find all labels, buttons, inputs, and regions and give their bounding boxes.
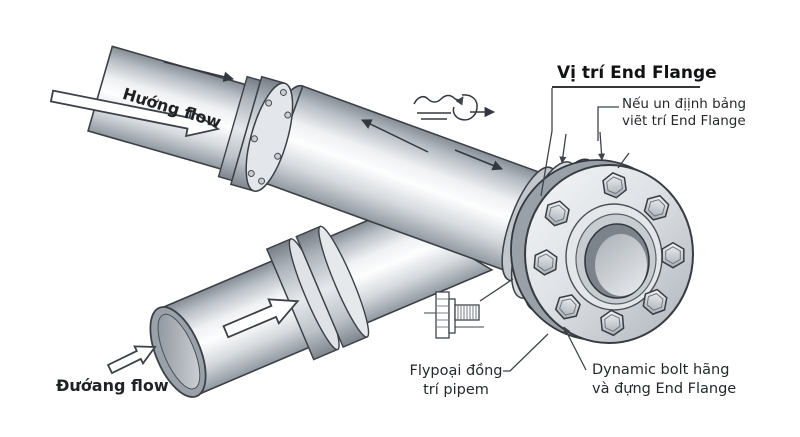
bolt-symbol-icon: [424, 291, 484, 339]
upper-flange-bolt-holes: [247, 88, 292, 185]
upper-flange: [229, 75, 294, 192]
weld-squiggle-icon: [413, 94, 496, 121]
end-flange: [501, 158, 694, 344]
flow-arrow-outline-bottom: [106, 345, 157, 375]
branch-pipe-lower: [149, 209, 494, 398]
branch-pipe-upper: [87, 45, 262, 182]
label-pipe-alignment-note: Flypoại đồng trí pipem: [409, 363, 503, 398]
annotation-arrows: [163, 61, 503, 171]
label-end-flange-position-title: Vị trí End Flange: [557, 63, 717, 83]
label-flow-direction-bottom: Đướang flow: [56, 376, 169, 395]
flow-arrow-icons: [49, 89, 221, 375]
label-end-flange-position-note: Nếu un địịnh bảng viẽt trí End Flange: [622, 96, 747, 130]
flow-arrow-outline-top: [49, 89, 221, 138]
label-dynamic-bolt-note: Dynamic bolt hãng và đựng End Flange: [592, 362, 737, 397]
flow-arrow-outline-inner: [222, 298, 300, 339]
leader-lines: [479, 86, 700, 372]
